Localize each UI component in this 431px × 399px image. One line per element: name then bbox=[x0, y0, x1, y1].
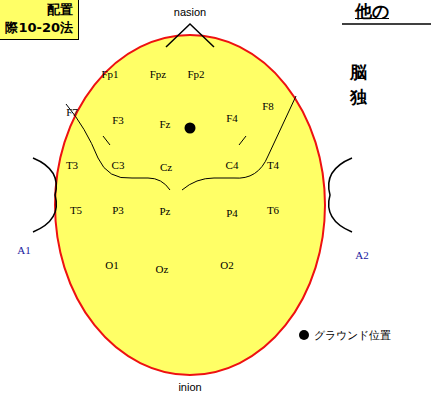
electrode-label: Oz bbox=[156, 263, 169, 275]
box-text: 際10-20法 bbox=[3, 19, 73, 37]
temporal-line-right bbox=[182, 96, 296, 190]
electrode-label: F8 bbox=[262, 100, 274, 112]
electrode-label: T5 bbox=[70, 204, 82, 216]
box-text: 配置 bbox=[3, 1, 73, 19]
electrode-label: F4 bbox=[226, 112, 238, 124]
electrode-label: Fz bbox=[160, 118, 171, 130]
nose-symbol bbox=[166, 24, 214, 47]
electrode-label: F7 bbox=[66, 106, 78, 118]
temporal-line-left bbox=[66, 104, 170, 190]
text-label: 他の bbox=[355, 2, 389, 21]
title-box: 配置際10-20法 bbox=[0, 0, 79, 40]
electrode-label: Cz bbox=[160, 161, 172, 173]
tick-mark bbox=[103, 136, 110, 145]
electrode-label: Fp1 bbox=[101, 68, 118, 80]
electrode-label: F3 bbox=[112, 114, 124, 126]
right-ear bbox=[329, 158, 352, 232]
text-label: inion bbox=[178, 381, 201, 393]
ear-label: A1 bbox=[17, 244, 30, 256]
electrode-label: Fpz bbox=[150, 68, 167, 80]
ground-dot bbox=[185, 123, 196, 134]
electrode-label: C4 bbox=[226, 159, 239, 171]
electrode-label: O1 bbox=[105, 259, 118, 271]
electrode-label: Fp2 bbox=[187, 68, 204, 80]
electrode-label: C3 bbox=[112, 159, 125, 171]
text-label: 独 bbox=[350, 88, 367, 107]
legend-text: グラウンド位置 bbox=[314, 328, 391, 343]
ear-label: A2 bbox=[355, 249, 368, 261]
electrode-label: P4 bbox=[226, 207, 238, 219]
electrode-label: P3 bbox=[112, 204, 124, 216]
text-label: nasion bbox=[174, 6, 206, 18]
electrode-label: T4 bbox=[267, 159, 279, 171]
tick-mark bbox=[239, 136, 246, 145]
electrode-label: O2 bbox=[220, 259, 233, 271]
underline bbox=[342, 23, 431, 25]
legend-dot bbox=[298, 329, 310, 341]
electrode-label: T6 bbox=[267, 204, 279, 216]
electrode-label: Pz bbox=[160, 205, 171, 217]
text-label: 脳 bbox=[350, 63, 367, 82]
left-ear bbox=[33, 158, 56, 232]
electrode-label: T3 bbox=[66, 159, 78, 171]
head-outline bbox=[55, 35, 325, 375]
